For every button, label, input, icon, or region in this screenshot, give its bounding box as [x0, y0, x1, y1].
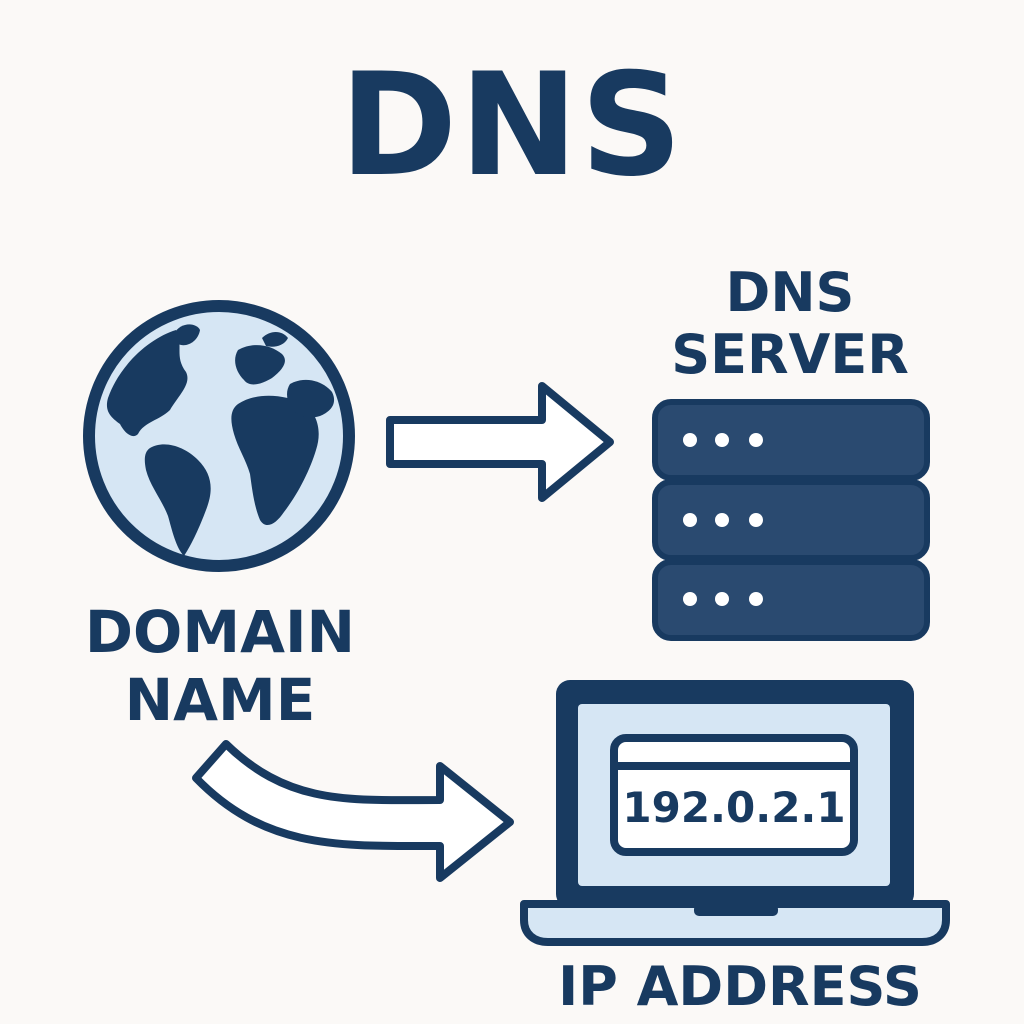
domain-name-label-line2: NAME — [124, 666, 316, 734]
ip-value: 192.0.2.1 — [622, 783, 845, 832]
ip-address-label: IP ADDRESS — [558, 955, 922, 1018]
server-unit — [652, 559, 930, 641]
server-led — [715, 433, 729, 447]
server-unit — [652, 479, 930, 561]
laptop-notch — [694, 904, 778, 916]
diagram-title: DNS — [339, 43, 685, 208]
dns-server-label-line2: SERVER — [671, 323, 909, 386]
laptop-base — [520, 900, 950, 946]
server-led — [749, 433, 763, 447]
ip-window: 192.0.2.1 — [610, 734, 858, 856]
server-led — [749, 592, 763, 606]
dns-server-label: DNS SERVER — [640, 262, 940, 386]
server-led — [683, 433, 697, 447]
server-led — [683, 592, 697, 606]
server-led — [715, 513, 729, 527]
server-led — [715, 592, 729, 606]
server-unit — [652, 399, 930, 481]
server-led — [683, 513, 697, 527]
globe-icon — [83, 300, 355, 572]
server-led — [749, 513, 763, 527]
domain-name-label-line1: DOMAIN — [84, 598, 356, 666]
arrow-right-icon — [386, 382, 614, 502]
laptop-icon: 192.0.2.1 — [520, 680, 950, 946]
domain-name-label: DOMAIN NAME — [40, 598, 400, 734]
server-icon — [652, 399, 930, 641]
curved-arrow-icon — [192, 740, 514, 882]
dns-server-label-line1: DNS — [725, 261, 855, 324]
